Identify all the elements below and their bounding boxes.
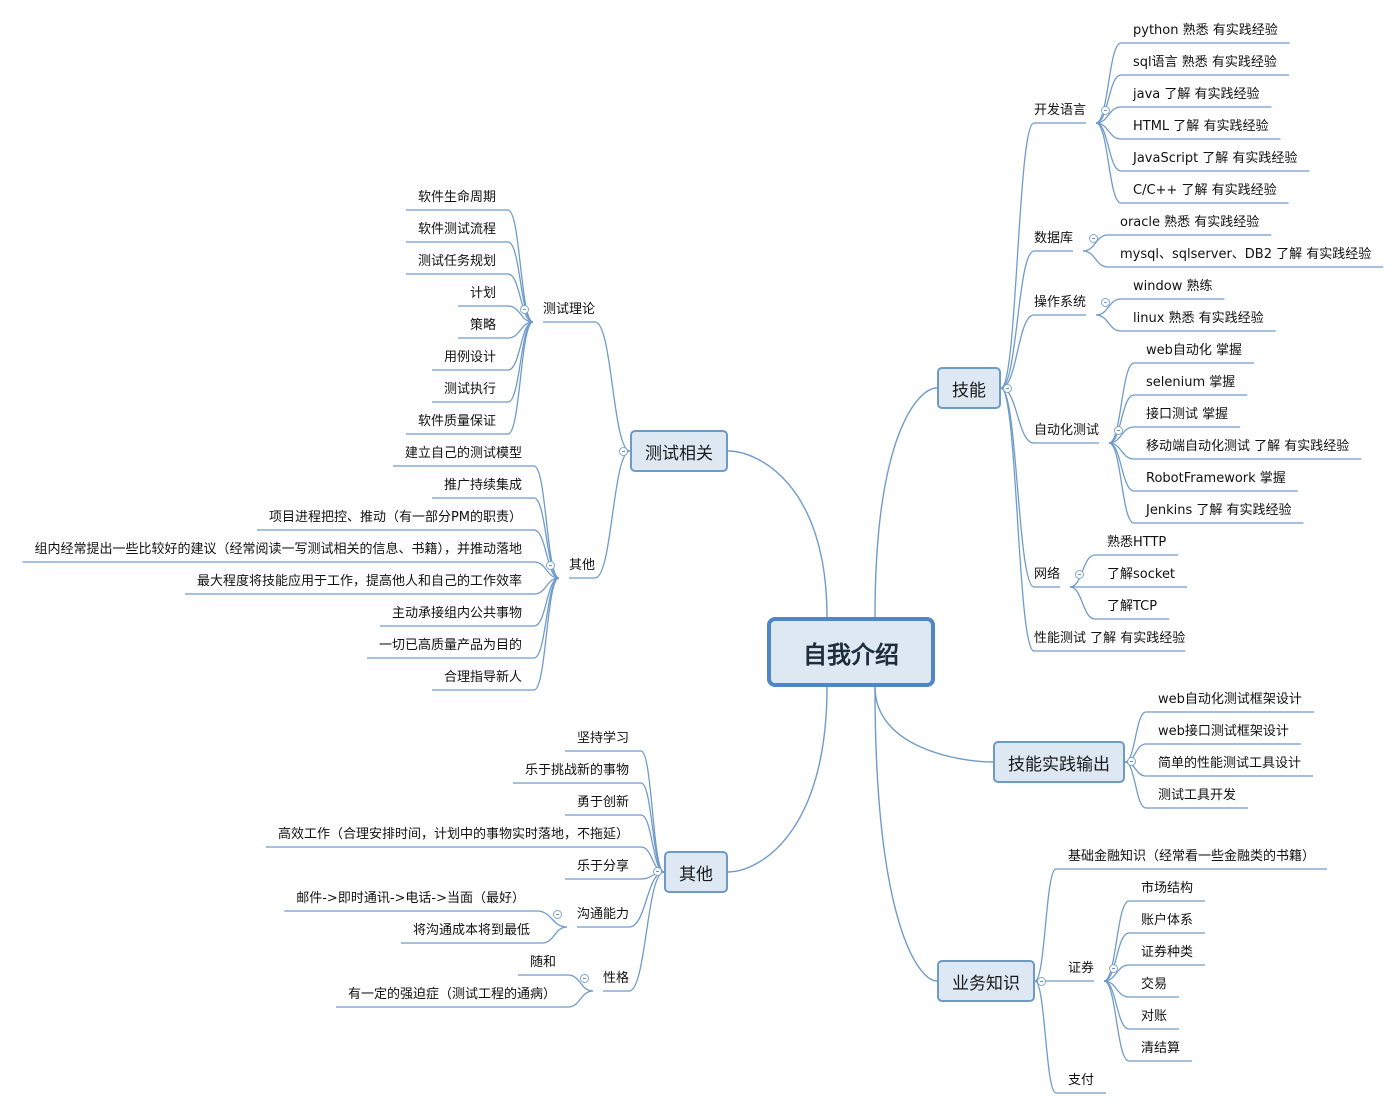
collapse-database-icon[interactable] [1089, 234, 1098, 243]
collapse-other-icon[interactable] [653, 867, 662, 876]
leaf-automation-4: RobotFramework 掌握 [1146, 471, 1286, 486]
leaf-network-2: 了解TCP [1107, 599, 1158, 614]
root-node[interactable]: 自我介绍 [767, 617, 935, 687]
leaf-testing-others-2: 项目进程把控、推动（有一部分PM的职责） [268, 510, 522, 525]
leaf-dev-lang-3: HTML 了解 有实践经验 [1133, 119, 1269, 134]
leaf-other-4: 乐于分享 [576, 859, 629, 874]
leaf-communication-1: 将沟通成本将到最低 [412, 923, 530, 938]
leaf-testing-others-3: 组内经常提出一些比较好的建议（经常阅读一写测试相关的信息、书籍），并推动落地 [34, 542, 522, 557]
group-securities[interactable]: 证券 [1068, 961, 1095, 976]
branch-skills[interactable]: 技能 [937, 367, 1001, 409]
group-theory[interactable]: 测试理论 [543, 302, 596, 317]
leaf-practice-3: 测试工具开发 [1158, 788, 1237, 803]
collapse-personality-icon[interactable] [580, 974, 589, 983]
branch-practice[interactable]: 技能实践输出 [993, 741, 1125, 783]
group-automation[interactable]: 自动化测试 [1034, 423, 1100, 438]
branch-testing[interactable]: 测试相关 [630, 430, 728, 472]
group-personality[interactable]: 性格 [603, 971, 630, 986]
group-communication[interactable]: 沟通能力 [577, 907, 630, 922]
leaf-securities-3: 交易 [1141, 977, 1168, 992]
leaf-automation-5: Jenkins 了解 有实践经验 [1146, 503, 1292, 518]
leaf-perf: 性能测试 了解 有实践经验 [1034, 631, 1186, 646]
collapse-testing-icon[interactable] [619, 447, 628, 456]
leaf-automation-2: 接口测试 掌握 [1146, 407, 1229, 422]
leaf-other-0: 坚持学习 [576, 731, 629, 746]
leaf-securities-2: 证券种类 [1141, 945, 1194, 960]
leaf-network-0: 熟悉HTTP [1107, 535, 1167, 550]
leaf-securities-0: 市场结构 [1141, 881, 1194, 896]
leaf-securities-1: 账户体系 [1141, 913, 1194, 928]
leaf-practice-2: 简单的性能测试工具设计 [1158, 756, 1302, 771]
leaf-automation-3: 移动端自动化测试 了解 有实践经验 [1146, 439, 1350, 454]
collapse-securities-icon[interactable] [1109, 964, 1118, 973]
group-dev-lang[interactable]: 开发语言 [1034, 103, 1087, 118]
collapse-theory-icon[interactable] [520, 305, 529, 314]
collapse-automation-icon[interactable] [1114, 426, 1123, 435]
leaf-database-0: oracle 熟悉 有实践经验 [1120, 215, 1260, 230]
leaf-theory-3: 计划 [469, 286, 496, 301]
collapse-network-icon[interactable] [1075, 570, 1084, 579]
leaf-theory-0: 软件生命周期 [417, 190, 496, 205]
leaf-personality-1: 有一定的强迫症（测试工程的通病） [347, 987, 556, 1002]
branch-business[interactable]: 业务知识 [937, 960, 1035, 1002]
leaf-securities-5: 清结算 [1141, 1041, 1181, 1056]
leaf-theory-7: 软件质量保证 [417, 414, 496, 429]
leaf-dev-lang-1: sql语言 熟悉 有实践经验 [1133, 55, 1277, 70]
group-testing-others[interactable]: 其他 [569, 558, 596, 573]
leaf-dev-lang-4: JavaScript 了解 有实践经验 [1133, 151, 1298, 166]
leaf-dev-lang-0: python 熟悉 有实践经验 [1133, 23, 1278, 38]
leaf-dev-lang-2: java 了解 有实践经验 [1133, 87, 1260, 102]
leaf-testing-others-4: 最大程度将技能应用于工作，提高他人和自己的工作效率 [196, 574, 522, 589]
leaf-other-1: 乐于挑战新的事物 [524, 763, 629, 778]
collapse-testing-others-icon[interactable] [546, 561, 555, 570]
leaf-personality-0: 随和 [529, 955, 556, 970]
leaf-communication-0: 邮件->即时通讯->电话->当面（最好） [296, 891, 525, 906]
leaf-automation-0: web自动化 掌握 [1146, 343, 1243, 358]
collapse-practice-icon[interactable] [1127, 757, 1136, 766]
collapse-business-icon[interactable] [1037, 977, 1046, 986]
group-network[interactable]: 网络 [1034, 567, 1061, 582]
leaf-theory-6: 测试执行 [443, 382, 496, 397]
collapse-skills-icon[interactable] [1003, 384, 1012, 393]
leaf-practice-1: web接口测试框架设计 [1158, 724, 1289, 739]
branch-other[interactable]: 其他 [664, 851, 728, 893]
leaf-practice-0: web自动化测试框架设计 [1158, 692, 1302, 707]
leaf-testing-others-1: 推广持续集成 [443, 478, 522, 493]
leaf-os-0: window 熟练 [1133, 279, 1213, 294]
leaf-securities-4: 对账 [1141, 1009, 1168, 1024]
group-os[interactable]: 操作系统 [1034, 295, 1087, 310]
leaf-database-1: mysql、sqlserver、DB2 了解 有实践经验 [1120, 247, 1372, 262]
leaf-dev-lang-5: C/C++ 了解 有实践经验 [1133, 183, 1277, 198]
leaf-testing-others-6: 一切已高质量产品为目的 [378, 638, 522, 653]
leaf-os-1: linux 熟悉 有实践经验 [1133, 311, 1264, 326]
leaf-theory-1: 软件测试流程 [417, 222, 496, 237]
leaf-testing-others-7: 合理指导新人 [443, 670, 522, 685]
leaf-theory-4: 策略 [469, 318, 496, 333]
leaf-theory-2: 测试任务规划 [417, 254, 496, 269]
collapse-os-icon[interactable] [1101, 298, 1110, 307]
leaf-testing-others-5: 主动承接组内公共事物 [391, 606, 522, 621]
leaf-payment: 支付 [1068, 1073, 1095, 1088]
leaf-theory-5: 用例设计 [443, 350, 496, 365]
leaf-other-2: 勇于创新 [576, 795, 629, 810]
collapse-dev-lang-icon[interactable] [1101, 106, 1110, 115]
leaf-automation-1: selenium 掌握 [1146, 375, 1236, 390]
leaf-finance: 基础金融知识（经常看一些金融类的书籍） [1068, 849, 1316, 864]
leaf-network-1: 了解socket [1107, 567, 1176, 582]
leaf-other-3: 高效工作（合理安排时间，计划中的事物实时落地，不拖延） [277, 827, 629, 842]
leaf-testing-others-0: 建立自己的测试模型 [404, 446, 522, 461]
group-database[interactable]: 数据库 [1034, 231, 1074, 246]
collapse-communication-icon[interactable] [553, 910, 562, 919]
